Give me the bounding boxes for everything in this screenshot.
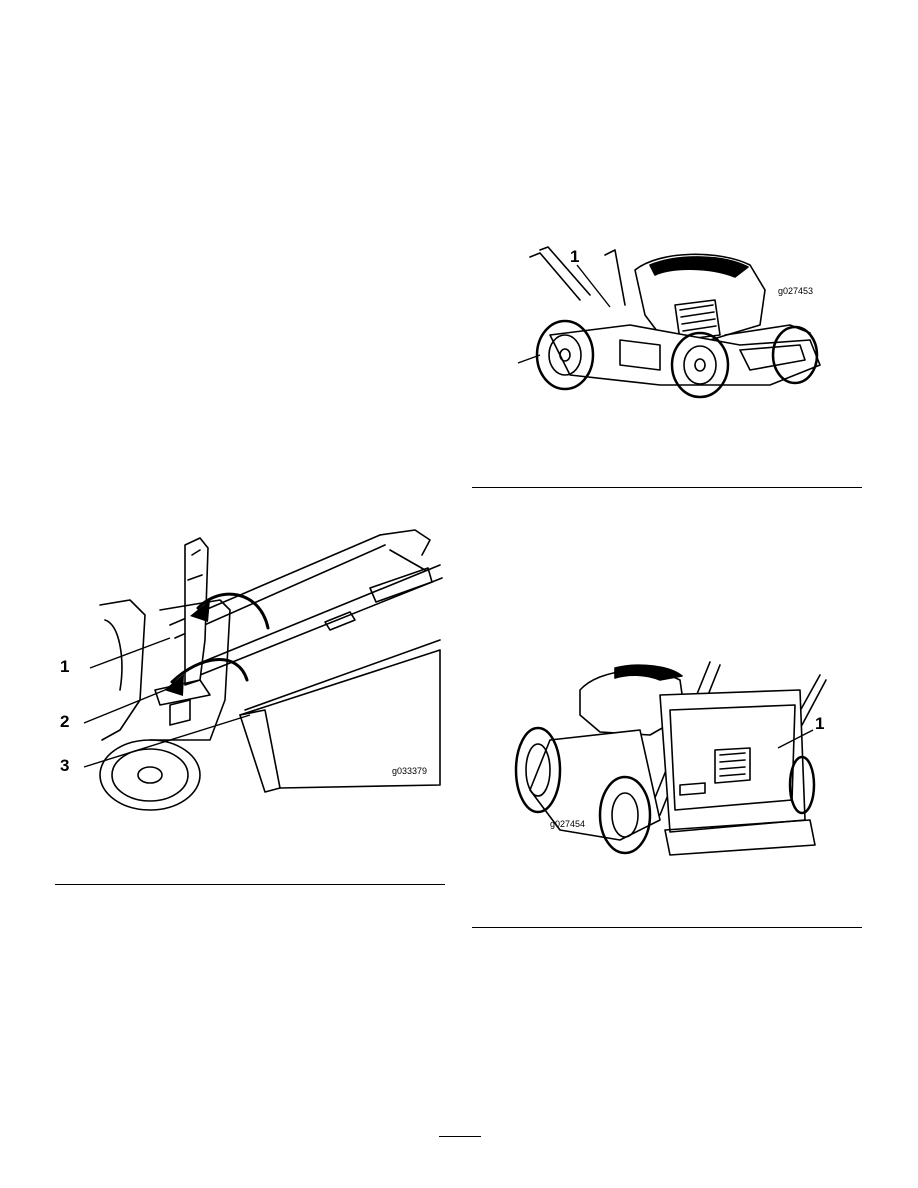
callout-1: 1 bbox=[815, 715, 824, 732]
illustration-rear-door-bag bbox=[50, 530, 450, 800]
footer-rule bbox=[439, 1136, 481, 1137]
callout-1: 1 bbox=[570, 248, 579, 265]
figure-code: g033379 bbox=[392, 767, 427, 776]
figure-code: g027453 bbox=[778, 287, 813, 296]
figure-code: g027454 bbox=[550, 820, 585, 829]
illustration-mower-rear-bag bbox=[510, 660, 830, 860]
callout-2: 2 bbox=[60, 713, 69, 730]
figure-mower-side: 1 g027453 bbox=[510, 245, 830, 415]
illustration-mower-side bbox=[510, 245, 830, 415]
figure-divider bbox=[472, 927, 862, 928]
callout-1: 1 bbox=[60, 658, 69, 675]
figure-divider bbox=[472, 487, 862, 488]
figure-mower-rear-bag: 1 g027454 bbox=[510, 660, 830, 860]
figure-divider bbox=[55, 884, 445, 885]
figure-rear-door-bag: 1 2 3 g033379 bbox=[50, 530, 450, 800]
callout-3: 3 bbox=[60, 757, 69, 774]
